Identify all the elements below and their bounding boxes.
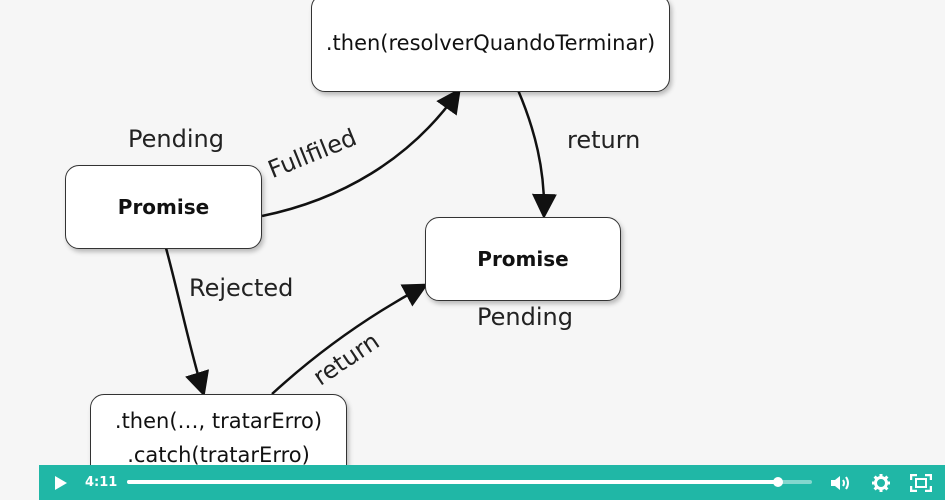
then-catch-box: .then(…, tratarErro) .catch(tratarErro): [90, 394, 347, 490]
then-catch-line1: .then(…, tratarErro): [114, 409, 323, 433]
promise-left-label: Promise: [117, 195, 210, 219]
promise-box-right: Promise: [425, 217, 621, 301]
right-state-label: Pending: [477, 303, 573, 331]
play-button[interactable]: [47, 465, 75, 500]
video-controls: 4:11: [39, 465, 945, 500]
then-catch-line2: .catch(tratarErro): [127, 443, 310, 467]
progress-handle[interactable]: [772, 477, 783, 487]
fullscreen-button[interactable]: [907, 465, 935, 500]
arrow-fulfilled: [261, 87, 461, 218]
settings-icon: [872, 473, 890, 492]
volume-button[interactable]: [827, 465, 855, 500]
rejected-label: Rejected: [189, 274, 294, 302]
left-state-label: Pending: [128, 125, 224, 153]
arrow-rejected: [164, 247, 210, 397]
progress-bar[interactable]: [127, 477, 812, 487]
return-top-label: return: [567, 126, 641, 154]
volume-icon: [831, 475, 849, 490]
arrow-return-bottom: [271, 283, 429, 395]
then-resolver-box: .then(resolverQuandoTerminar): [311, 0, 670, 92]
then-resolver-label: .then(resolverQuandoTerminar): [325, 31, 656, 55]
play-icon: [55, 475, 67, 490]
arrow-return-top: [516, 89, 557, 219]
fullscreen-icon: [910, 473, 932, 492]
promise-right-label: Promise: [477, 247, 569, 271]
promise-box-left: Promise: [65, 165, 262, 249]
current-time: 4:11: [85, 475, 118, 490]
settings-button[interactable]: [867, 465, 895, 500]
progress-fill: [127, 480, 778, 484]
